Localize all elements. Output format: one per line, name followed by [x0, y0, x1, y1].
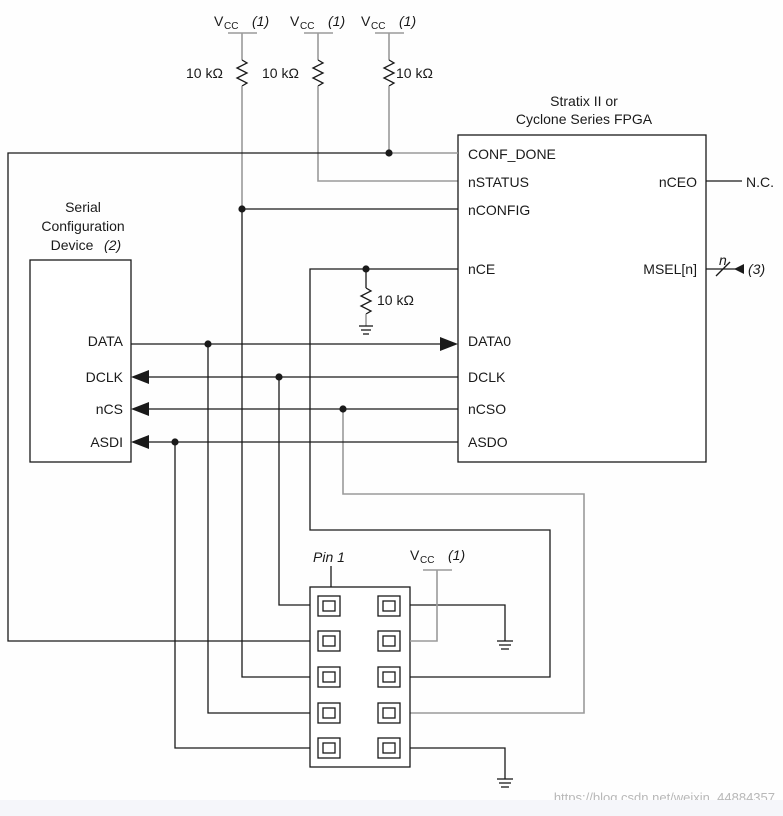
vcc-supply-3: V CC (1) [361, 13, 416, 34]
vcc-note: (1) [328, 13, 345, 29]
vcc-note: (1) [448, 547, 465, 563]
vcc-label-sub: CC [420, 555, 434, 566]
fpga-block: Stratix II or Cyclone Series FPGA CONF_D… [457, 93, 707, 463]
pullup-resistor-conf-done: 10 kΩ [382, 33, 433, 153]
pin-nstatus: nSTATUS [468, 174, 529, 190]
device-title-line2: Configuration [41, 218, 124, 234]
device-title-line1: Serial [65, 199, 101, 215]
vcc-label-main: V [214, 13, 224, 29]
pin-conf-done: CONF_DONE [468, 146, 556, 162]
resistor-label: 10 kΩ [377, 292, 414, 308]
serial-configuration-device: Serial Configuration Device (2) DATA DCL… [29, 199, 132, 463]
resistor-label: 10 kΩ [262, 65, 299, 81]
pin-dclk: DCLK [468, 369, 506, 385]
wire-asdo [131, 435, 458, 749]
fpga-title-line1: Stratix II or [550, 93, 618, 109]
vcc-label-main: V [361, 13, 371, 29]
vcc-note: (1) [252, 13, 269, 29]
resistor-label: 10 kΩ [186, 65, 223, 81]
msel-bus: n (3) [706, 252, 765, 277]
resistor-label: 10 kΩ [396, 65, 433, 81]
msel-note: (3) [748, 261, 765, 277]
pullup-resistor-nconfig: 10 kΩ [186, 33, 249, 209]
fpga-title-line2: Cyclone Series FPGA [516, 111, 653, 127]
device-pin-dclk: DCLK [86, 369, 124, 385]
wire-data [131, 337, 458, 714]
header-ground-row5 [410, 747, 513, 788]
header-vcc-row2: V CC (1) [410, 547, 465, 642]
device-pin-asdi: ASDI [90, 434, 123, 450]
device-pin-data: DATA [88, 333, 124, 349]
header-pins-left [317, 595, 341, 759]
wire-nce: 10 kΩ [309, 265, 551, 678]
pin-nceo: nCEO [659, 174, 697, 190]
device-pin-ncs: nCS [96, 401, 123, 417]
wire-dclk [131, 370, 458, 606]
device-title-note: (2) [104, 237, 121, 253]
programming-header: Pin 1 [309, 549, 411, 768]
vcc-label-sub: CC [224, 21, 238, 32]
pin-msel: MSEL[n] [643, 261, 697, 277]
pin-asdo: ASDO [468, 434, 508, 450]
vcc-label-sub: CC [371, 21, 385, 32]
device-outline [29, 259, 132, 463]
pin-nce: nCE [468, 261, 495, 277]
pullup-resistor-nstatus: 10 kΩ [262, 33, 458, 182]
pin-nconfig: nCONFIG [468, 202, 530, 218]
header-outline [309, 586, 411, 768]
vcc-label-main: V [410, 547, 420, 563]
page-footer-strip [0, 800, 783, 816]
no-connect-label: N.C. [746, 174, 774, 190]
pin-data0: DATA0 [468, 333, 511, 349]
vcc-label-main: V [290, 13, 300, 29]
vcc-supply-1: V CC (1) [214, 13, 269, 34]
device-title-line3: Device [51, 237, 94, 253]
vcc-supply-2: V CC (1) [290, 13, 345, 34]
header-ground-row1 [410, 604, 513, 650]
nceo-no-connect: N.C. [706, 174, 774, 190]
fpga-outline [457, 134, 707, 463]
pin1-label: Pin 1 [313, 549, 345, 565]
header-pins-right [377, 595, 401, 759]
wire-ncso [131, 402, 585, 714]
msel-bus-width: n [719, 252, 727, 268]
vcc-label-sub: CC [300, 21, 314, 32]
vcc-note: (1) [399, 13, 416, 29]
wire-conf-done [7, 149, 458, 642]
wire-nconfig [238, 205, 458, 678]
pin-ncso: nCSO [468, 401, 506, 417]
